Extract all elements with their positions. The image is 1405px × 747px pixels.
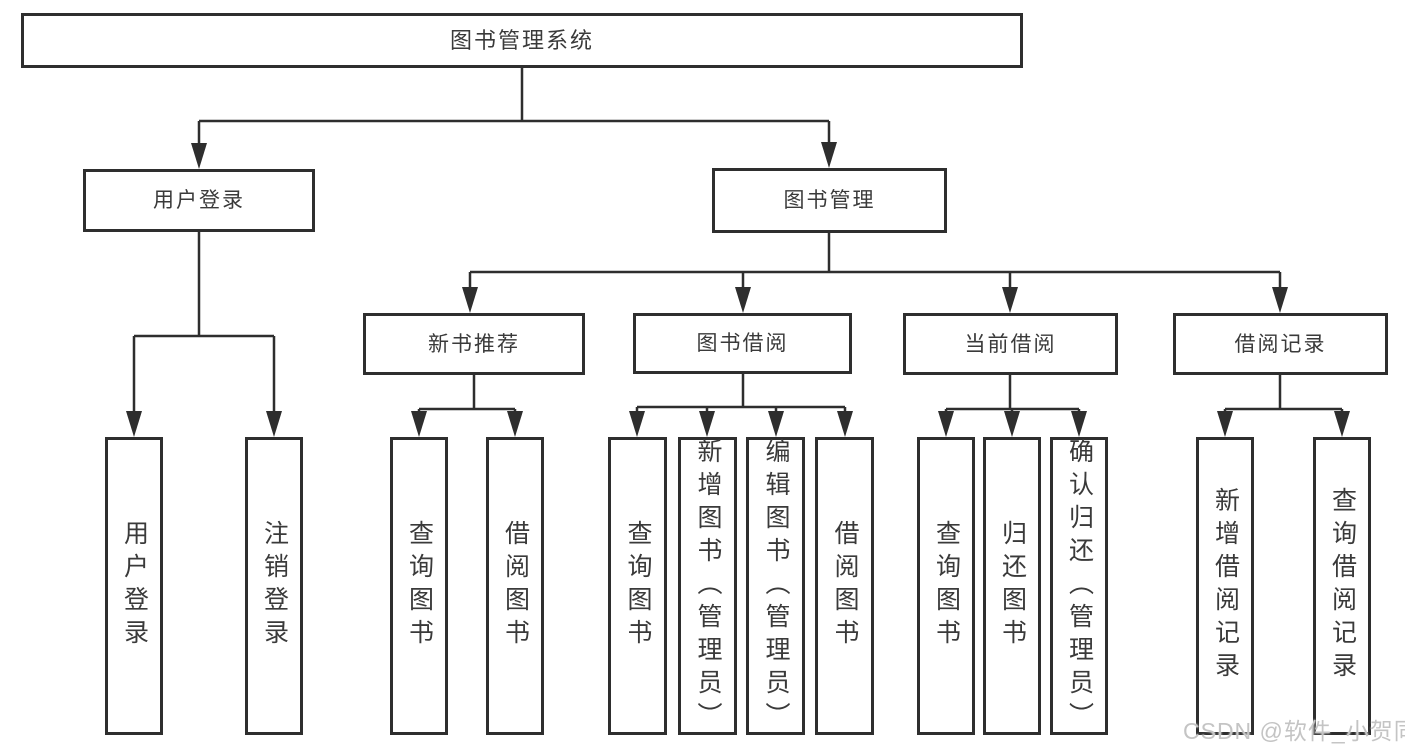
leaf-current-return-label: 归还图书 bbox=[998, 520, 1027, 652]
leaf-user-login-label: 用户登录 bbox=[120, 520, 149, 652]
leaf-current-confirm: 确认归还（管理员） bbox=[1050, 437, 1108, 735]
leaf-records-query-label: 查询借阅记录 bbox=[1328, 487, 1357, 685]
connector-root-to-level2 bbox=[191, 68, 837, 169]
connector-new-books-to-leaves bbox=[411, 375, 523, 437]
connector-user-login-to-leaves bbox=[126, 232, 282, 437]
leaf-user-login: 用户登录 bbox=[105, 437, 163, 735]
node-user-login: 用户登录 bbox=[83, 169, 315, 232]
leaf-current-return: 归还图书 bbox=[983, 437, 1041, 735]
node-book-borrow-label: 图书借阅 bbox=[696, 332, 789, 355]
leaf-logout: 注销登录 bbox=[245, 437, 303, 735]
node-book-mgmt-label: 图书管理 bbox=[783, 189, 876, 212]
leaf-newbooks-borrow-label: 借阅图书 bbox=[501, 520, 530, 652]
node-new-books: 新书推荐 bbox=[363, 313, 585, 375]
leaf-borrow-query: 查询图书 bbox=[608, 437, 667, 735]
leaf-records-add-label: 新增借阅记录 bbox=[1211, 487, 1240, 685]
connector-book-mgmt-to-level3 bbox=[462, 233, 1288, 313]
node-book-borrow: 图书借阅 bbox=[633, 313, 852, 374]
connector-borrow-records-to-leaves bbox=[1217, 375, 1350, 437]
leaf-borrow-query-label: 查询图书 bbox=[624, 520, 652, 652]
leaf-newbooks-query: 查询图书 bbox=[390, 437, 448, 735]
connector-book-borrow-to-leaves bbox=[629, 373, 853, 437]
leaf-borrow-book-label: 借阅图书 bbox=[831, 520, 859, 652]
node-new-books-label: 新书推荐 bbox=[428, 332, 520, 356]
leaf-borrow-book: 借阅图书 bbox=[815, 437, 874, 735]
leaf-borrow-add: 新增图书（管理员） bbox=[678, 437, 737, 735]
node-current-borrow: 当前借阅 bbox=[903, 313, 1118, 375]
node-user-login-label: 用户登录 bbox=[153, 189, 245, 212]
node-root: 图书管理系统 bbox=[21, 13, 1023, 68]
node-current-borrow-label: 当前借阅 bbox=[964, 332, 1057, 356]
connector-current-borrow-to-leaves bbox=[938, 375, 1087, 437]
leaf-records-query: 查询借阅记录 bbox=[1313, 437, 1371, 735]
leaf-records-add: 新增借阅记录 bbox=[1196, 437, 1254, 735]
leaf-borrow-add-label: 新增图书（管理员） bbox=[694, 437, 722, 735]
watermark: CSDN @软件_小贺同学 bbox=[1183, 718, 1405, 744]
leaf-newbooks-borrow: 借阅图书 bbox=[486, 437, 544, 735]
leaf-current-query-label: 查询图书 bbox=[932, 520, 961, 652]
node-borrow-records-label: 借阅记录 bbox=[1234, 332, 1327, 356]
node-borrow-records: 借阅记录 bbox=[1173, 313, 1388, 375]
leaf-current-query: 查询图书 bbox=[917, 437, 975, 735]
leaf-newbooks-query-label: 查询图书 bbox=[405, 520, 434, 652]
leaf-current-confirm-label: 确认归还（管理员） bbox=[1065, 437, 1094, 735]
node-book-mgmt: 图书管理 bbox=[712, 168, 947, 233]
node-root-label: 图书管理系统 bbox=[449, 27, 594, 53]
leaf-logout-label: 注销登录 bbox=[260, 520, 289, 652]
leaf-borrow-edit-label: 编辑图书（管理员） bbox=[762, 437, 790, 735]
leaf-borrow-edit: 编辑图书（管理员） bbox=[746, 437, 805, 735]
